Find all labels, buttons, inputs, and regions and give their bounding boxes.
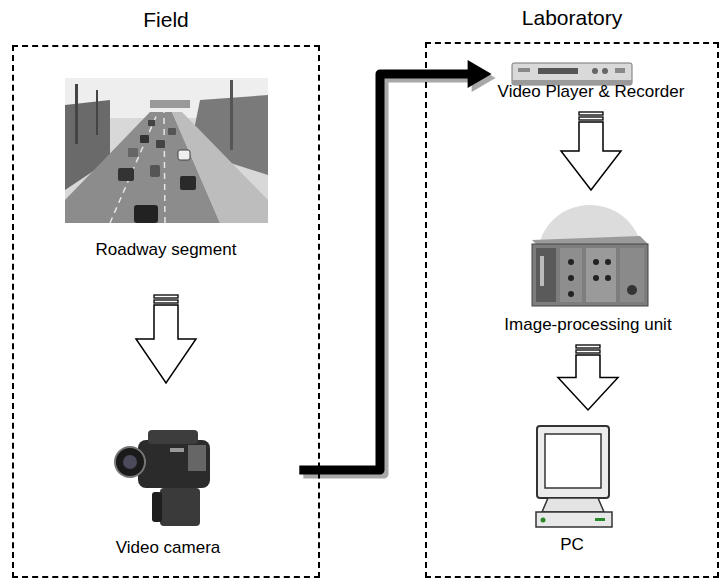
drawing-part [134, 205, 158, 223]
hollow-arrow [558, 355, 618, 410]
drawing-part [593, 275, 599, 281]
drawing-part [538, 68, 578, 74]
drawing-part [75, 84, 78, 144]
drawing-part [148, 120, 155, 126]
drawing-part [150, 165, 160, 177]
roadway-photo [65, 78, 268, 223]
drawing-part [128, 148, 138, 157]
video-player-icon [512, 63, 632, 85]
drawing-part [568, 275, 574, 281]
dashed-border [12, 45, 320, 578]
device-node: Roadway segment [92, 74, 241, 260]
drawing-part [602, 68, 608, 74]
drawing-part [592, 68, 598, 74]
arrow-bar [579, 112, 603, 115]
drawing-part [170, 448, 184, 452]
arrow-bar [576, 350, 600, 353]
drawing-part [160, 488, 200, 526]
image-processing-unit-icon [532, 205, 648, 306]
drawing-part [593, 259, 599, 265]
drawing-part [541, 518, 546, 523]
flow-arrow [299, 60, 495, 474]
thick-arrow-line [299, 74, 475, 470]
flow-arrow [558, 345, 618, 410]
drawing-part [512, 63, 632, 85]
drawing-part [518, 68, 530, 72]
drawing-part [230, 80, 233, 150]
node-label: Video camera [116, 538, 221, 558]
drawing-part [150, 100, 190, 108]
drawing-part [152, 492, 162, 522]
node-label: Video Player & Recorder [498, 82, 685, 102]
drawing-part [168, 128, 176, 135]
pc-icon [536, 426, 612, 527]
node-label: Image-processing unit [504, 315, 671, 335]
drawing-part [115, 447, 145, 477]
drawing-part [123, 455, 137, 469]
flow-arrow [561, 112, 621, 190]
drawing-part [96, 90, 98, 135]
drawing-part [537, 426, 609, 498]
video-camera-icon [115, 430, 210, 526]
drawing-part [164, 112, 165, 223]
node-label: PC [560, 535, 584, 555]
drawing-part [65, 78, 268, 223]
drawing-part [536, 512, 612, 527]
region-box: FieldRoadway segmentVideo camera [12, 0, 320, 578]
device-node: Video Player & Recorder [494, 56, 689, 102]
drawing-part [560, 248, 582, 302]
drawing-part [536, 248, 556, 302]
node-label: Roadway segment [96, 240, 237, 260]
drawing-part [172, 112, 268, 223]
drawing-part [595, 518, 605, 521]
drawing-part [605, 259, 611, 265]
drawing-part [148, 430, 198, 444]
arrow-bar [154, 300, 178, 303]
drawing-part [620, 248, 644, 302]
region-title: Field [12, 8, 320, 32]
drawing-part [540, 256, 544, 286]
drawing-part [627, 285, 637, 295]
device-node: PC [556, 420, 588, 555]
drawing-part [568, 291, 574, 297]
arrow-bar [576, 345, 600, 348]
thick-arrow-line [303, 78, 479, 474]
drawing-part [605, 275, 611, 281]
drawing-part [542, 498, 604, 512]
drawing-part [178, 150, 190, 160]
device-node: Image-processing unit [500, 200, 675, 335]
drawing-part [118, 168, 134, 181]
drawing-part [545, 434, 601, 488]
drawing-part [180, 176, 196, 190]
drawing-part [140, 135, 149, 143]
drawing-part [138, 440, 210, 488]
region-title: Laboratory [425, 6, 719, 30]
drawing-part [568, 259, 574, 265]
device-node: Video camera [112, 418, 225, 558]
drawing-part [532, 244, 648, 306]
flow-arrow [136, 295, 196, 383]
region-box: LaboratoryVideo Player & RecorderImage-p… [425, 0, 719, 578]
drawing-part [156, 140, 165, 148]
arrow-bar [154, 295, 178, 298]
dashed-border [425, 42, 719, 578]
drawing-part [586, 248, 616, 302]
drawing-part [615, 68, 625, 73]
hollow-arrow [561, 122, 621, 190]
drawing-part [188, 445, 206, 471]
hollow-arrow [136, 305, 196, 383]
arrow-bar [579, 117, 603, 120]
